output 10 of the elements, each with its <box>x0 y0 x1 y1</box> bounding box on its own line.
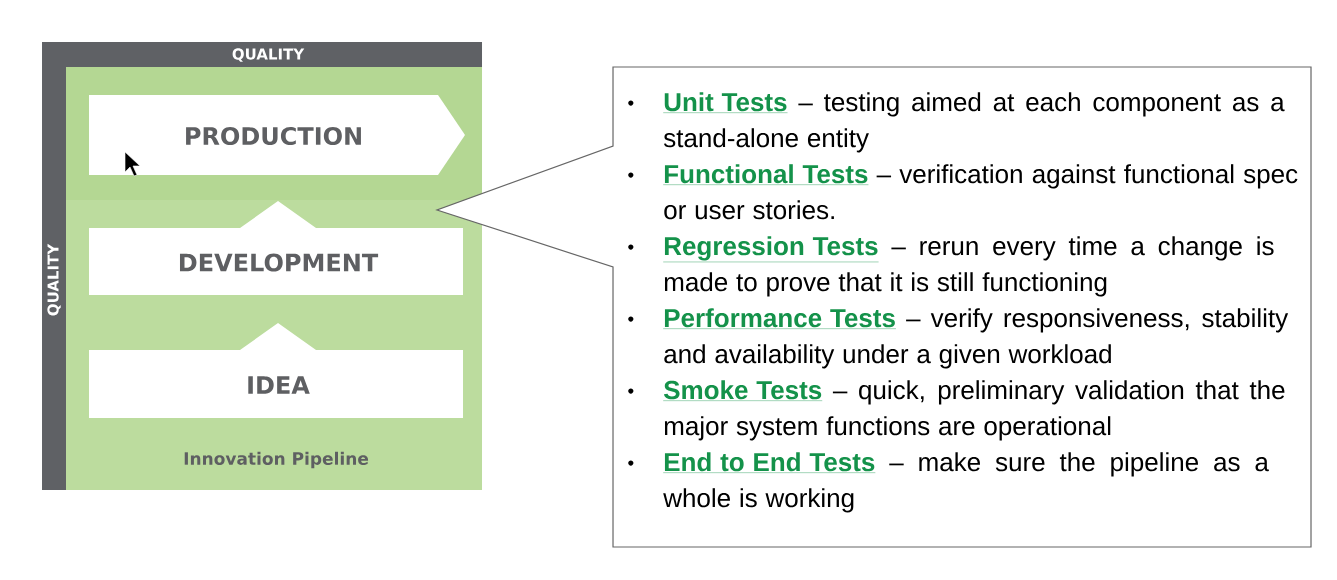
bullet-item: Smoke Tests – quick, preliminary validation that the major system functions are operational <box>628 380 1285 441</box>
stage-arrow-box: PRODUCTION <box>89 95 465 175</box>
bullet-item: Performance Tests – verify responsiveness, stability and availability under a given workload <box>628 308 1289 369</box>
bullet-item: Functional Tests – verification against functional spec or user stories. <box>628 164 1298 220</box>
stage-box: DEVELOPMENT <box>89 201 463 295</box>
stage-box: IDEA <box>89 323 463 418</box>
callout-box <box>435 66 1312 548</box>
bullet-item: End to End Tests – make sure the pipeline as a whole is working <box>628 452 1269 513</box>
bullet-item: Regression Tests – rerun every time a change is made to prove that it is still functioning <box>628 236 1274 297</box>
bullet-item: Unit Tests – testing aimed at each component as a stand-alone entity <box>628 92 1285 153</box>
